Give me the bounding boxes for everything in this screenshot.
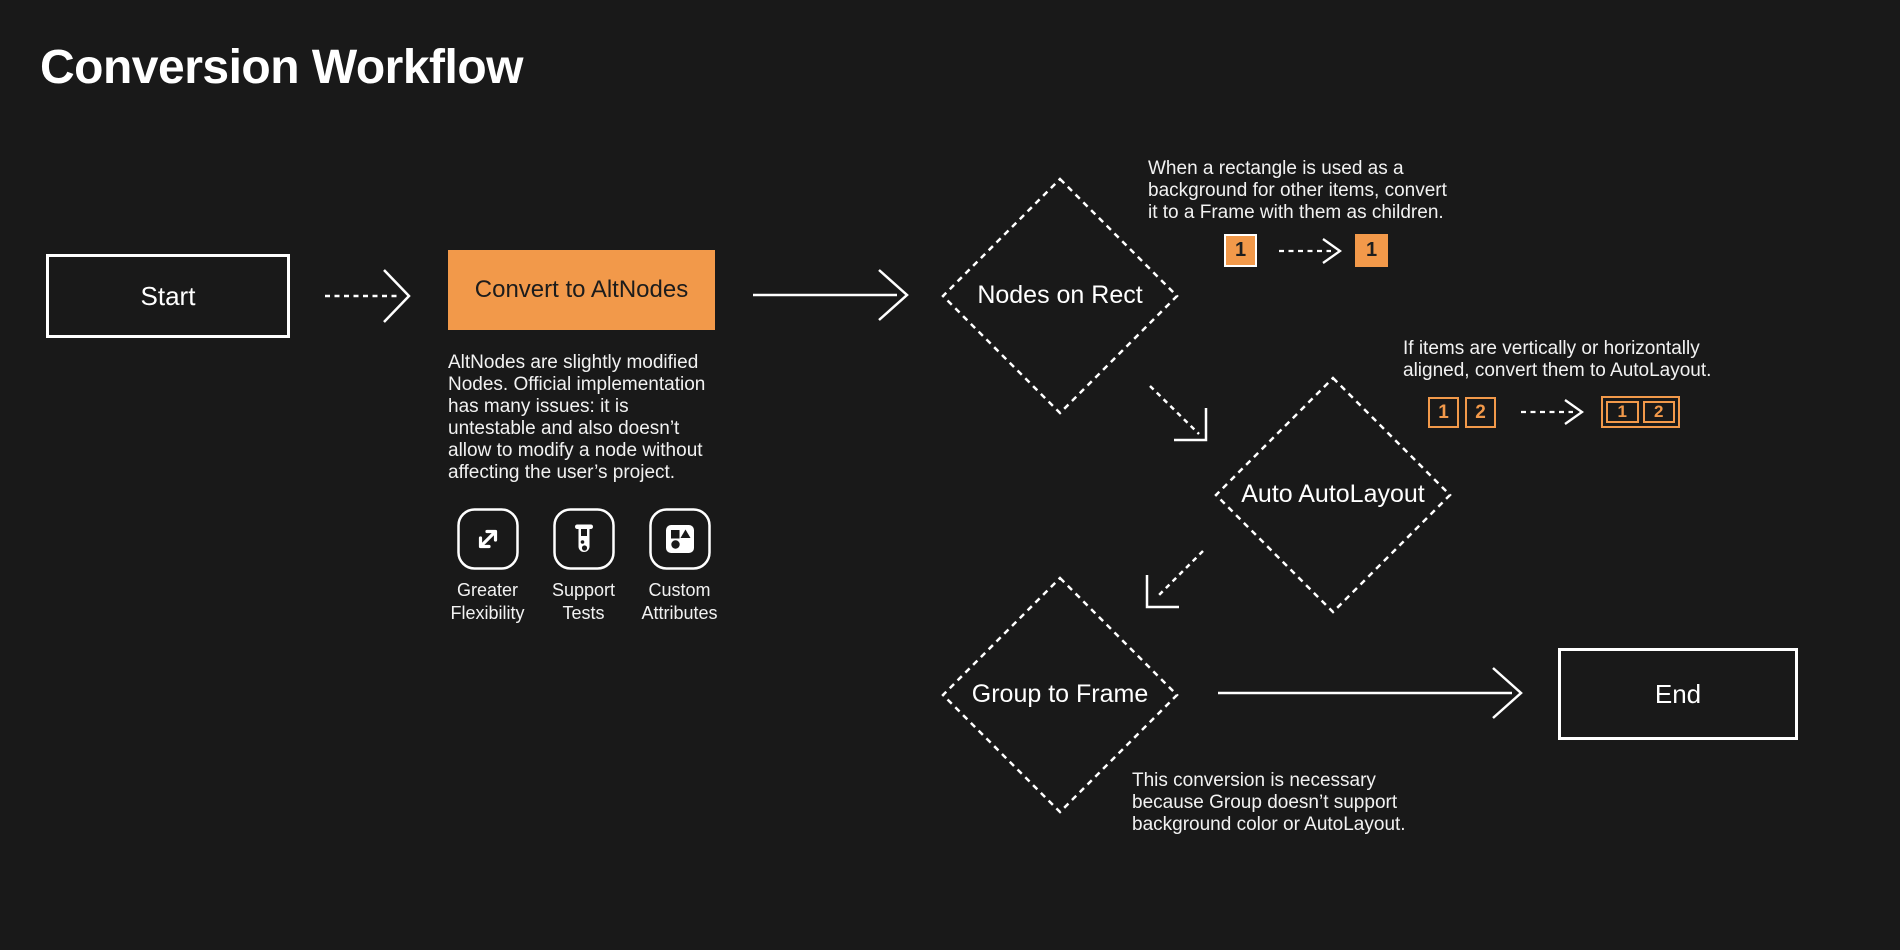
note-auto-autolayout: If items are vertically or horizontally … [1403,338,1712,381]
flow-node-end-label: End [1654,678,1702,709]
demo-item-1-before: 1 [1428,397,1459,428]
arrow-demo-items-to-autolayout [1521,399,1584,425]
arrow-auto-autolayout-to-group-to-frame [1145,550,1204,609]
flow-node-group-to-frame-shape[interactable] [941,576,1179,814]
arrow-demo-rect-to-frame [1279,238,1342,264]
demo-number: 1 [1365,239,1378,261]
arrow-nodes-on-rect-to-auto-autolayout [1149,385,1208,442]
arrow-start-to-convert [325,269,411,323]
note-group-to-frame: This conversion is necessary because Gro… [1132,770,1406,835]
demo-autolayout-group-after: 1 2 [1601,396,1680,428]
feature-label: Greater Flexibility [450,580,525,623]
feature-greater-flexibility: Greater Flexibility [443,508,532,625]
flow-node-auto-autolayout-label: Auto AutoLayout [1241,480,1425,508]
demo-item-2-after: 2 [1642,401,1675,423]
flow-node-nodes-on-rect-shape[interactable] [941,177,1179,415]
feature-custom-attributes: Custom Attributes [635,508,724,625]
flow-node-convert-label: Convert to AltNodes [474,276,689,303]
demo-item-1-after: 1 [1606,401,1639,423]
feature-label: Custom Attributes [641,580,718,623]
flow-node-end[interactable]: End [1558,648,1798,740]
demo-number: 2 [1654,402,1664,421]
feature-label: Support Tests [551,580,616,623]
demo-rect-before: 1 [1224,234,1257,267]
demo-frame-after: 1 [1355,234,1388,267]
demo-number: 1 [1234,239,1247,261]
flow-node-convert-to-altnodes[interactable]: Convert to AltNodes [448,250,715,330]
flow-node-nodes-on-rect-label: Nodes on Rect [977,281,1143,309]
demo-number: 2 [1475,401,1486,423]
expand-arrows-icon [456,508,519,570]
demo-item-2-before: 2 [1465,397,1496,428]
page-title: Conversion Workflow [40,41,524,94]
test-tube-icon [552,508,615,570]
flow-node-auto-autolayout-shape[interactable] [1214,376,1452,614]
arrow-group-to-frame-to-end [1218,667,1523,719]
demo-number: 1 [1617,402,1627,421]
altnodes-features: Greater Flexibility Support Tests [443,508,724,625]
shapes-icon [648,508,711,570]
flow-node-start-label: Start [140,280,196,311]
arrow-convert-to-nodes-on-rect [753,269,909,321]
flow-node-group-to-frame-label: Group to Frame [971,680,1149,708]
note-nodes-on-rect: When a rectangle is used as a background… [1148,158,1447,223]
flow-node-start[interactable]: Start [46,254,290,338]
altnodes-description: AltNodes are slightly modified Nodes. Of… [448,352,706,483]
feature-support-tests: Support Tests [539,508,628,625]
demo-number: 1 [1438,401,1449,423]
